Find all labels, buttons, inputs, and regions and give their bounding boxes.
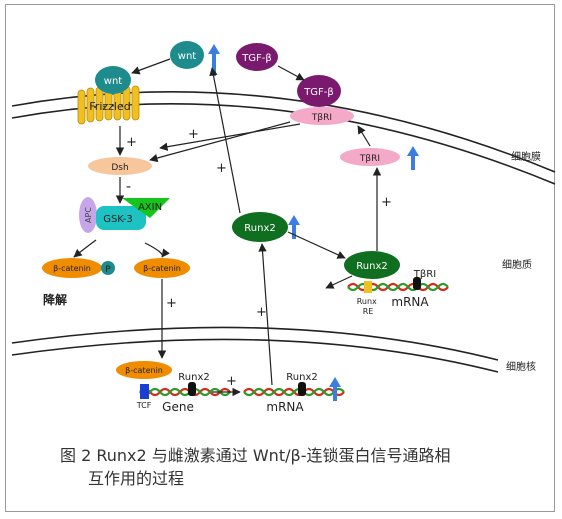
sign-plus-runx2: + xyxy=(256,305,267,320)
figure-border xyxy=(5,4,555,512)
tgf-beta-bound-label: TGF-β xyxy=(303,87,334,98)
sign-plus-mrna: + xyxy=(226,374,237,389)
frizzled-label: Frizzled xyxy=(89,100,130,113)
beta-catenin-left xyxy=(42,258,102,278)
runx2-gene-label: Runx2 xyxy=(178,372,209,383)
wnt-ligand xyxy=(170,41,204,69)
caption-line-2: 互作用的过程 xyxy=(88,469,185,488)
tcf-element xyxy=(140,384,149,399)
apc-protein xyxy=(79,197,97,233)
wnt-label: wnt xyxy=(178,51,197,62)
dna-strand-gene xyxy=(139,387,231,397)
mrna-upregulation-arrow xyxy=(329,377,341,401)
gsk3-label: GSK-3 xyxy=(103,214,133,225)
axin-label: AXIN xyxy=(138,202,162,213)
nuclear-membrane-inner xyxy=(11,338,499,373)
cell-membrane-outer xyxy=(11,90,556,173)
tbri-upregulation-arrow xyxy=(407,146,419,170)
beta-catenin-right xyxy=(134,258,190,278)
tgf-beta-label: TGF-β xyxy=(241,53,272,64)
dsh-label: Dsh xyxy=(111,163,128,173)
sign-minus-gsk: - xyxy=(126,179,131,195)
degradation-label: 降解 xyxy=(43,292,67,307)
phosphate-group xyxy=(101,261,115,275)
dna-strand-right xyxy=(347,282,449,292)
runx2-cytoplasm-label: Runx2 xyxy=(244,223,275,234)
beta-catenin-left-label: β-catenin xyxy=(53,264,91,273)
figure-caption: 图 2 Runx2 与雌激素通过 Wnt/β-连锁蛋白信号通路相 互作用的过程 xyxy=(60,444,540,490)
wnt-upregulation-arrow xyxy=(208,44,220,76)
tbri-gene-label: TβRI xyxy=(413,269,436,280)
dsh-protein xyxy=(88,157,152,175)
beta-catenin-nuclear-label: β-catenin xyxy=(125,366,163,375)
tcf-label: TCF xyxy=(136,401,152,410)
beta-catenin-nuclear xyxy=(116,361,172,379)
apc-label: APC xyxy=(84,207,93,223)
region-nucleus-label: 细胞核 xyxy=(506,360,536,373)
tbri-membrane-receptor xyxy=(290,107,354,125)
runx2-mrna-label: Runx2 xyxy=(286,372,317,383)
region-cytoplasm-label: 细胞质 xyxy=(502,258,532,271)
frizzled-receptor xyxy=(77,85,140,125)
phosphate-label: P xyxy=(105,265,111,275)
axin-protein xyxy=(122,198,170,218)
mrna-bottom-label: mRNA xyxy=(266,400,304,414)
runx2-upregulation-arrow xyxy=(288,215,300,239)
wnt-bound-ligand xyxy=(95,66,131,94)
sign-plus-runx2-wnt: + xyxy=(216,161,227,176)
tbri-gene-marker xyxy=(413,277,421,290)
mrna-right-label: mRNA xyxy=(391,295,429,309)
tbri-cytoplasm-label: TβRI xyxy=(359,154,380,164)
gene-label: Gene xyxy=(162,400,194,414)
dna-strand-mrna xyxy=(243,387,345,397)
tgf-beta-bound-ligand xyxy=(297,75,341,107)
pathway-arrows xyxy=(73,58,382,397)
runx2-right-label: Runx2 xyxy=(356,261,387,272)
beta-catenin-right-label: β-catenin xyxy=(143,264,181,273)
sign-plus-catenin: + xyxy=(166,296,177,311)
runx-re-element xyxy=(364,281,372,293)
runx-re-line2: RE xyxy=(363,307,374,316)
tbri-cytoplasm-receptor xyxy=(340,148,400,166)
sign-plus-tbri: + xyxy=(381,195,392,210)
gsk3-protein xyxy=(96,206,146,230)
wnt-bound-label: wnt xyxy=(104,76,123,87)
runx2-gene-marker xyxy=(188,382,196,396)
runx2-cytoplasm xyxy=(232,212,288,242)
cell-membrane-inner xyxy=(11,102,556,185)
runx-re-label: Runx RE xyxy=(357,297,380,316)
nuclear-membrane-outer xyxy=(11,326,499,361)
sign-plus-dsh: + xyxy=(126,135,137,150)
runx2-right xyxy=(344,251,400,279)
tgf-beta-ligand xyxy=(236,43,278,71)
tbri-membrane-label: TβRI xyxy=(311,113,332,123)
runx-re-line1: Runx xyxy=(357,297,377,306)
sign-plus-tgf-dsh: + xyxy=(188,127,199,142)
runx2-mrna-marker xyxy=(298,382,306,396)
region-membrane-label: 细胞膜 xyxy=(511,150,541,163)
caption-line-1: 图 2 Runx2 与雌激素通过 Wnt/β-连锁蛋白信号通路相 xyxy=(60,446,451,465)
